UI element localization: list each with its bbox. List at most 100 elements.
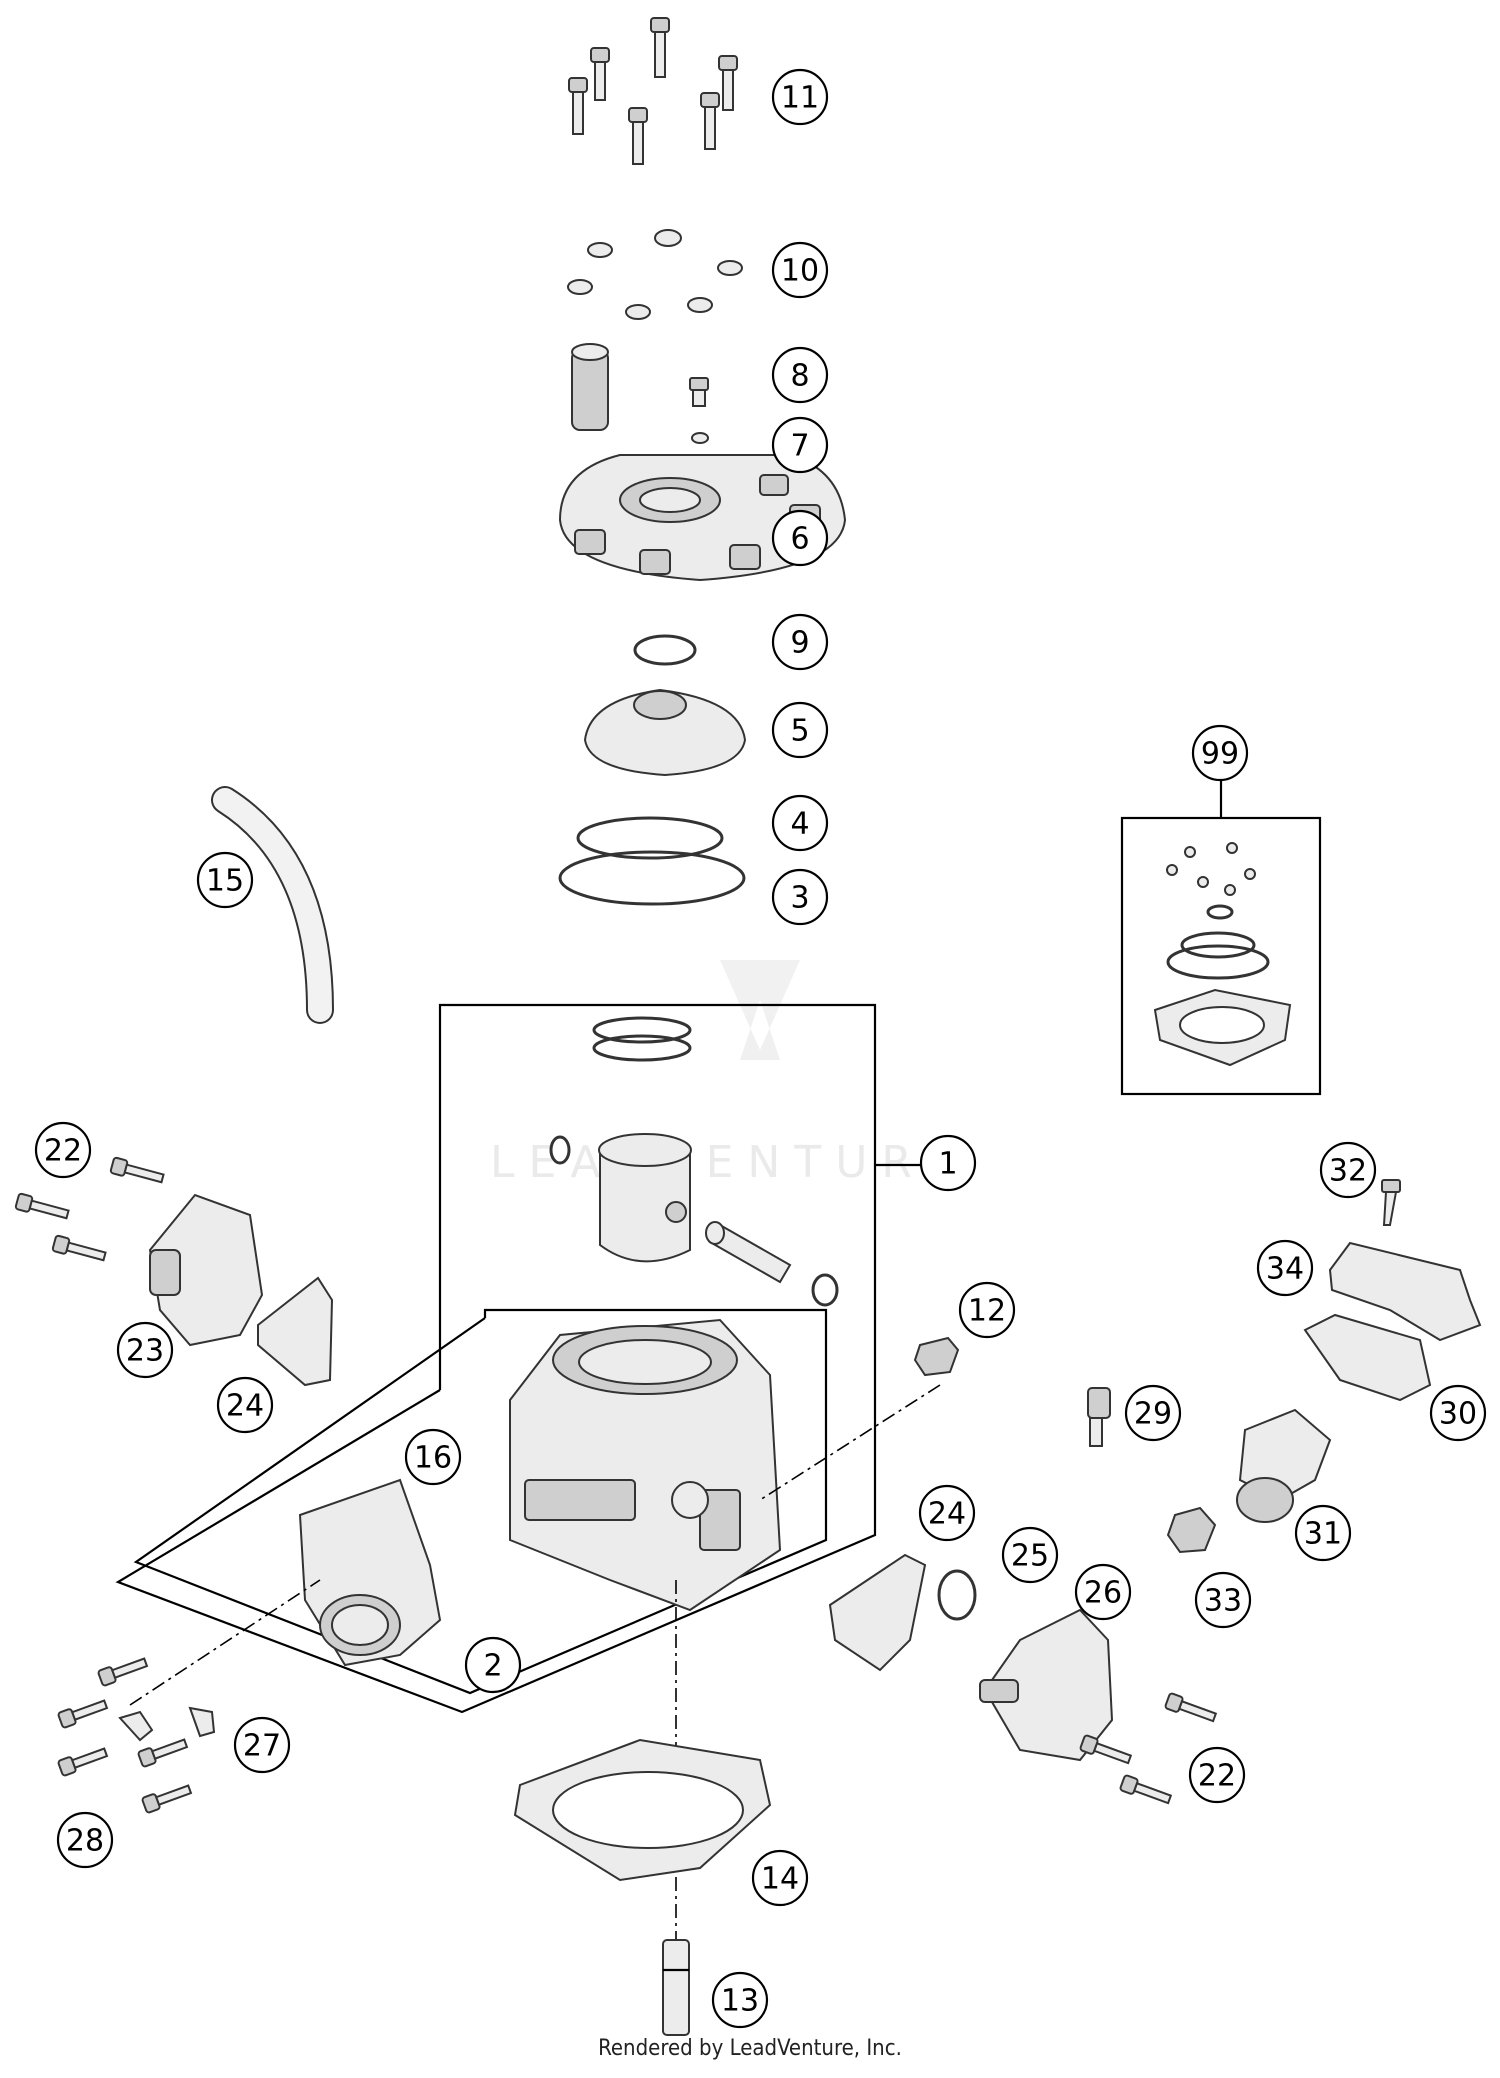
part-actuator-31 bbox=[1236, 1408, 1332, 1523]
part-circlip-right bbox=[811, 1273, 839, 1307]
callout-number: 15 bbox=[206, 864, 244, 899]
part-elbows-27 bbox=[118, 1706, 216, 1742]
callout-circle bbox=[34, 1121, 92, 1179]
callout-number: 27 bbox=[243, 1729, 281, 1764]
callout-circle bbox=[1191, 724, 1249, 782]
callout-29: 29 bbox=[1124, 1384, 1182, 1442]
part-bracket-30 bbox=[1303, 1313, 1432, 1402]
callout-27: 27 bbox=[233, 1716, 291, 1774]
part-nut-12 bbox=[913, 1336, 960, 1377]
part-cylinder-16 bbox=[509, 1318, 782, 1612]
part-oring-4 bbox=[576, 816, 724, 860]
callout-number: 16 bbox=[414, 1441, 452, 1476]
callout-number: 13 bbox=[721, 1984, 759, 2019]
callout-number: 23 bbox=[126, 1334, 164, 1369]
part-bolts-28 bbox=[57, 1657, 193, 1814]
callout-circle bbox=[771, 613, 829, 671]
callout-number: 22 bbox=[1198, 1759, 1236, 1794]
callout-circle bbox=[771, 346, 829, 404]
part-exhaust-control-34 bbox=[1328, 1241, 1482, 1342]
callout-circle bbox=[771, 868, 829, 926]
callout-10: 10 bbox=[771, 241, 829, 299]
callout-3: 3 bbox=[771, 868, 829, 926]
callout-circle bbox=[233, 1716, 291, 1774]
callout-circle bbox=[1256, 1239, 1314, 1297]
callout-number: 26 bbox=[1084, 1576, 1122, 1611]
callout-number: 3 bbox=[790, 881, 809, 916]
callout-number: 11 bbox=[781, 81, 819, 116]
part-bolts-22-left bbox=[14, 1156, 165, 1262]
part-dowel-13 bbox=[662, 1939, 690, 2036]
callout-22: 22 bbox=[34, 1121, 92, 1179]
kit-box-16 bbox=[133, 1308, 828, 1695]
callout-12: 12 bbox=[958, 1281, 1016, 1339]
callout-14: 14 bbox=[751, 1849, 809, 1907]
callout-8: 8 bbox=[771, 346, 829, 404]
callout-15: 15 bbox=[196, 851, 254, 909]
callout-1: 1 bbox=[919, 1134, 977, 1192]
part-head-insert-5 bbox=[583, 688, 747, 777]
callout-4: 4 bbox=[771, 794, 829, 852]
callout-number: 31 bbox=[1304, 1517, 1342, 1552]
callout-99: 99 bbox=[1191, 724, 1249, 782]
callout-circle bbox=[56, 1811, 114, 1869]
part-nut-33 bbox=[1166, 1506, 1217, 1554]
callout-circle bbox=[771, 794, 829, 852]
part-oring-3 bbox=[558, 850, 746, 906]
callout-number: 7 bbox=[790, 429, 809, 464]
callout-22: 22 bbox=[1188, 1746, 1246, 1804]
callout-number: 6 bbox=[790, 522, 809, 557]
callout-11: 11 bbox=[771, 68, 829, 126]
callout-circle bbox=[958, 1281, 1016, 1339]
part-piston-ring-upper bbox=[592, 1016, 692, 1044]
callout-23: 23 bbox=[116, 1321, 174, 1379]
callout-circle bbox=[464, 1636, 522, 1694]
callout-2: 2 bbox=[464, 1636, 522, 1694]
callout-number: 1 bbox=[938, 1147, 957, 1182]
callout-7: 7 bbox=[771, 416, 829, 474]
dash-line-12 bbox=[759, 1384, 941, 1501]
callout-13: 13 bbox=[711, 1971, 769, 2029]
callout-6: 6 bbox=[771, 509, 829, 567]
part-gasket-kit-99 bbox=[1120, 778, 1322, 1096]
callout-24: 24 bbox=[216, 1376, 274, 1434]
callout-number: 29 bbox=[1134, 1397, 1172, 1432]
callout-26: 26 bbox=[1074, 1563, 1132, 1621]
callout-number: 34 bbox=[1266, 1252, 1304, 1287]
part-bolts-11 bbox=[568, 17, 738, 165]
callout-34: 34 bbox=[1256, 1239, 1314, 1297]
callout-31: 31 bbox=[1294, 1504, 1352, 1562]
watermark: LEADVENTURE bbox=[490, 960, 954, 1188]
callout-circle bbox=[196, 851, 254, 909]
callout-number: 25 bbox=[1011, 1539, 1049, 1574]
part-piston-pin bbox=[705, 1221, 792, 1284]
callout-circle bbox=[771, 416, 829, 474]
footer-credit: Rendered by LeadVenture, Inc. bbox=[598, 2036, 902, 2061]
callout-number: 2 bbox=[483, 1649, 502, 1684]
callout-5: 5 bbox=[771, 701, 829, 759]
callout-number: 30 bbox=[1439, 1397, 1477, 1432]
callout-circle bbox=[1124, 1384, 1182, 1442]
callout-circle bbox=[1188, 1746, 1246, 1804]
callout-circle bbox=[771, 701, 829, 759]
part-washers-10 bbox=[567, 229, 743, 320]
callout-circle bbox=[918, 1484, 976, 1542]
callout-number: 12 bbox=[968, 1294, 1006, 1329]
part-circlip-left bbox=[549, 1135, 571, 1165]
callout-circle bbox=[1074, 1563, 1132, 1621]
callout-number: 33 bbox=[1204, 1584, 1242, 1619]
callout-16: 16 bbox=[404, 1428, 462, 1486]
part-piston bbox=[598, 1133, 692, 1263]
callout-circle bbox=[116, 1321, 174, 1379]
part-oring-25 bbox=[937, 1569, 977, 1621]
callout-number: 99 bbox=[1201, 737, 1239, 772]
dash-line-2 bbox=[129, 1579, 321, 1706]
callout-33: 33 bbox=[1194, 1571, 1252, 1629]
callout-circle bbox=[1294, 1504, 1352, 1562]
callout-24: 24 bbox=[918, 1484, 976, 1542]
callout-9: 9 bbox=[771, 613, 829, 671]
callout-25: 25 bbox=[1001, 1526, 1059, 1584]
callout-circle bbox=[1194, 1571, 1252, 1629]
callout-number: 8 bbox=[790, 359, 809, 394]
